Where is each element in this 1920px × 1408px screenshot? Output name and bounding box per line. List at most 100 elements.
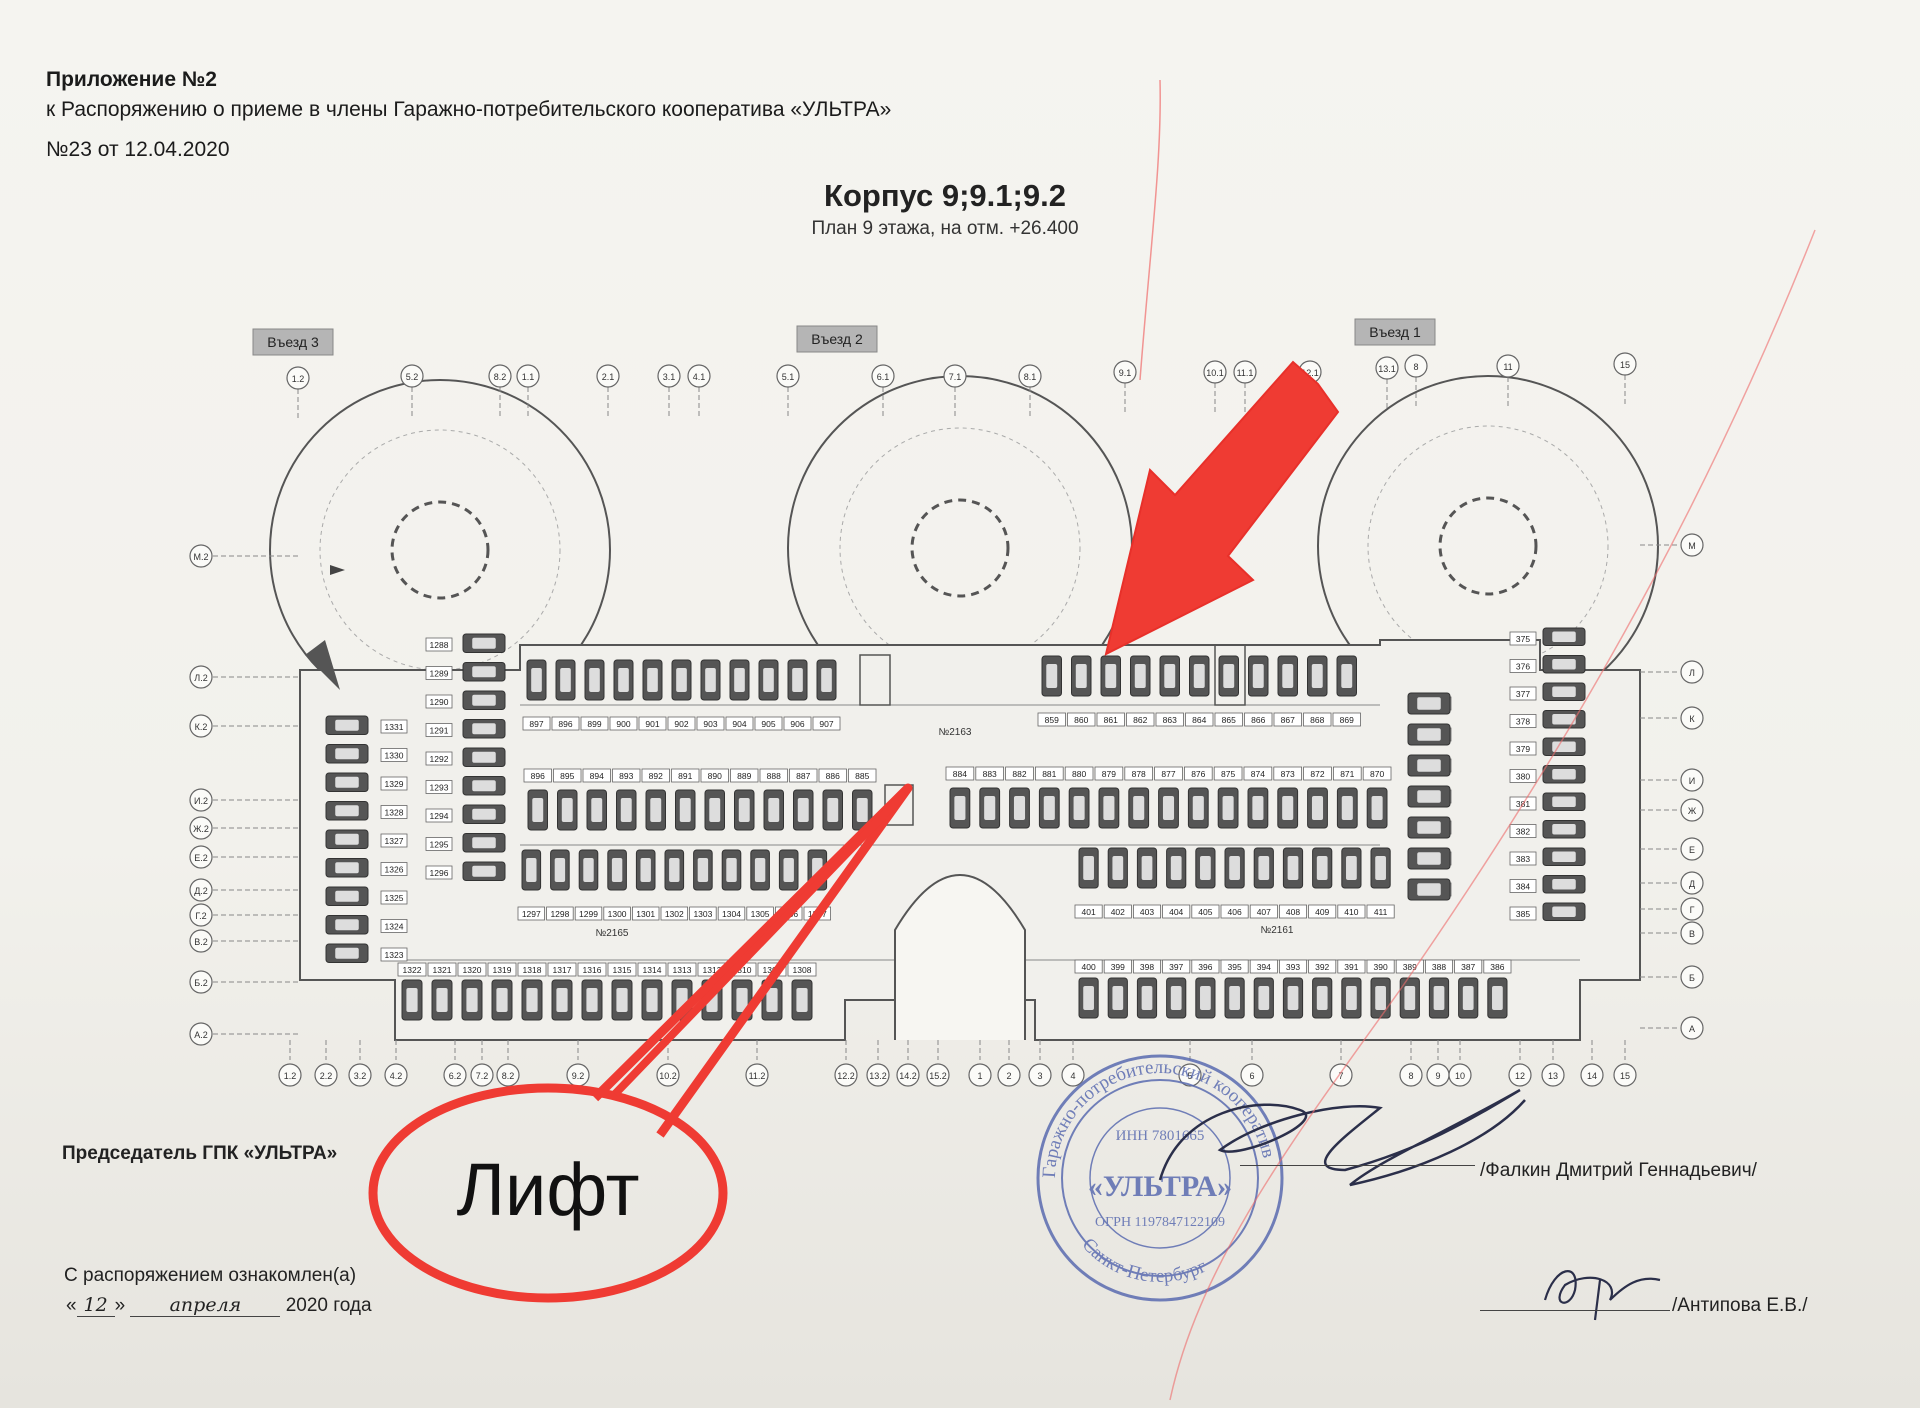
space-col-left-b-1288: 1288 [430,640,449,650]
space-bot-right-396: 396 [1198,962,1212,972]
axis-right-7-label: Г [1690,905,1695,915]
axis-right-9 [1680,965,1704,989]
axis-top-8-label: 6.1 [877,372,890,382]
axis-bottom-17 [1061,1063,1085,1087]
space-mid-left-885: 885 [855,771,869,781]
stamp-ogrn: ОГРН 1197847122109 [1095,1215,1225,1230]
svg-text:Санкт-Петербург: Санкт-Петербург [1078,1234,1210,1287]
axis-left-10-label: А.2 [194,1030,208,1040]
axis-left-4 [189,816,213,840]
axis-right-10 [1680,1016,1704,1040]
axis-top-15 [1375,356,1399,380]
axis-top-4 [596,364,620,388]
space-col-right-b-379: 379 [1516,744,1530,754]
space-bot-right-391: 391 [1344,962,1358,972]
space-top-right-864: 864 [1192,715,1206,725]
space-bot-right-398: 398 [1140,962,1154,972]
axis-bottom-26 [1580,1063,1604,1087]
space-mid-right-872: 872 [1310,769,1324,779]
axis-left-8-label: В.2 [194,937,208,947]
axis-bottom-7-label: 9.2 [572,1071,585,1081]
chairman-label: Председатель ГПК «УЛЬТРА» [62,1143,338,1164]
space-top-right-866: 866 [1251,715,1265,725]
space-col-left-a-1329: 1329 [385,779,404,789]
axis-bottom-24-label: 12 [1515,1071,1525,1081]
axis-bottom-25 [1541,1063,1565,1087]
axis-top-11-label: 9.1 [1119,368,1132,378]
axis-left-0 [189,544,213,568]
axis-right-4-label: Ж [1688,806,1697,816]
axis-bottom-17-label: 4 [1070,1071,1075,1081]
space-low-right-404: 404 [1169,907,1183,917]
acquainted-signature-line [1480,1310,1670,1311]
axis-bottom-14-label: 1 [977,1071,982,1081]
space-mid-left-893: 893 [619,771,633,781]
axis-left-6 [189,878,213,902]
space-col-left-b-1293: 1293 [430,783,449,793]
axis-right-9-label: Б [1689,973,1695,983]
space-col-left-b-1291: 1291 [430,726,449,736]
space-top-left-903: 903 [703,719,717,729]
axis-left-6-label: Д.2 [194,886,208,896]
axis-bottom-23 [1448,1063,1472,1087]
space-col-right-b-382: 382 [1516,827,1530,837]
axis-left-3-label: И.2 [194,796,208,806]
space-low-left-1301: 1301 [636,909,655,919]
axis-top-7-label: 5.1 [782,372,795,382]
axis-top-1-label: 5.2 [406,372,419,382]
space-bot-right-395: 395 [1228,962,1242,972]
axis-top-6 [687,364,711,388]
axis-left-1-label: Л.2 [194,673,207,683]
space-mid-right-874: 874 [1251,769,1265,779]
space-mid-left-890: 890 [708,771,722,781]
zone-label-1: №2163 [939,727,972,738]
stamp-ring-bottom: Санкт-Петербург [1078,1234,1210,1287]
axis-top-13 [1233,360,1257,384]
axis-top-2 [488,364,512,388]
space-bot-left-1320: 1320 [463,965,482,975]
axis-left-3 [189,788,213,812]
space-bot-right-392: 392 [1315,962,1329,972]
axis-bottom-1-label: 2.2 [320,1071,333,1081]
axis-bottom-24 [1508,1063,1532,1087]
entrance-label-3: Въезд 1 [1369,324,1421,340]
space-bot-left-1322: 1322 [403,965,422,975]
axis-bottom-27-label: 15 [1620,1071,1630,1081]
space-col-right-b-378: 378 [1516,717,1530,727]
axis-top-0-label: 1.2 [292,374,305,384]
space-low-left-1302: 1302 [665,909,684,919]
space-col-left-a-1331: 1331 [385,722,404,732]
axis-bottom-0 [278,1063,302,1087]
space-bot-left-1319: 1319 [493,965,512,975]
axis-bottom-25-label: 13 [1548,1071,1558,1081]
space-col-left-b-1296: 1296 [430,868,449,878]
space-mid-right-881: 881 [1042,769,1056,779]
axis-right-8-label: В [1689,929,1695,939]
axis-top-16 [1404,354,1428,378]
axis-bottom-2 [348,1063,372,1087]
axis-bottom-3 [384,1063,408,1087]
space-low-left-1303: 1303 [693,909,712,919]
axis-right-4 [1680,798,1704,822]
space-low-left-1305: 1305 [751,909,770,919]
space-col-right-b-385: 385 [1516,909,1530,919]
axis-top-1 [400,364,424,388]
entrance-box-3 [1354,318,1436,346]
axis-bottom-4-label: 6.2 [449,1071,462,1081]
appendix-title: Приложение №2 [46,68,217,91]
space-mid-right-876: 876 [1191,769,1205,779]
axis-top-12-label: 10.1 [1206,368,1224,378]
space-top-right-868: 868 [1310,715,1324,725]
axis-top-0 [286,366,310,390]
axis-bottom-5 [470,1063,494,1087]
axis-bottom-11 [866,1063,890,1087]
space-low-left-1298: 1298 [550,909,569,919]
axis-bottom-13 [926,1063,950,1087]
space-top-right-865: 865 [1222,715,1236,725]
date-day: 12 [76,1294,115,1317]
axis-bottom-4 [443,1063,467,1087]
axis-top-11 [1113,360,1137,384]
space-low-right-410: 410 [1344,907,1358,917]
axis-bottom-23-label: 10 [1455,1071,1465,1081]
